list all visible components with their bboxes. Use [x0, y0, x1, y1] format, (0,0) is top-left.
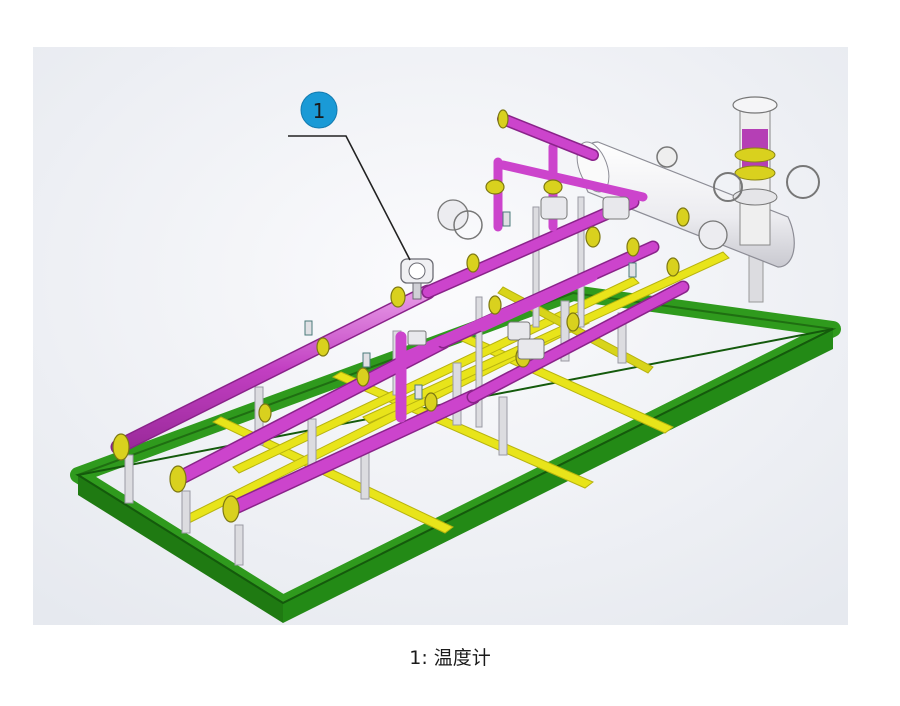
callout: 1 [288, 91, 411, 261]
pipes [110, 113, 690, 517]
thermometer-instrument [400, 258, 434, 300]
callout-number: 1 [313, 99, 326, 123]
valves [407, 196, 728, 360]
horizontal-vessel [576, 96, 820, 303]
gauges [304, 211, 637, 400]
flanges [112, 109, 690, 523]
callout-badge [300, 91, 338, 129]
equipment-render: 1 [33, 47, 848, 625]
callout-leader-line [288, 135, 411, 261]
figure-caption: 1: 温度计 [409, 647, 491, 669]
